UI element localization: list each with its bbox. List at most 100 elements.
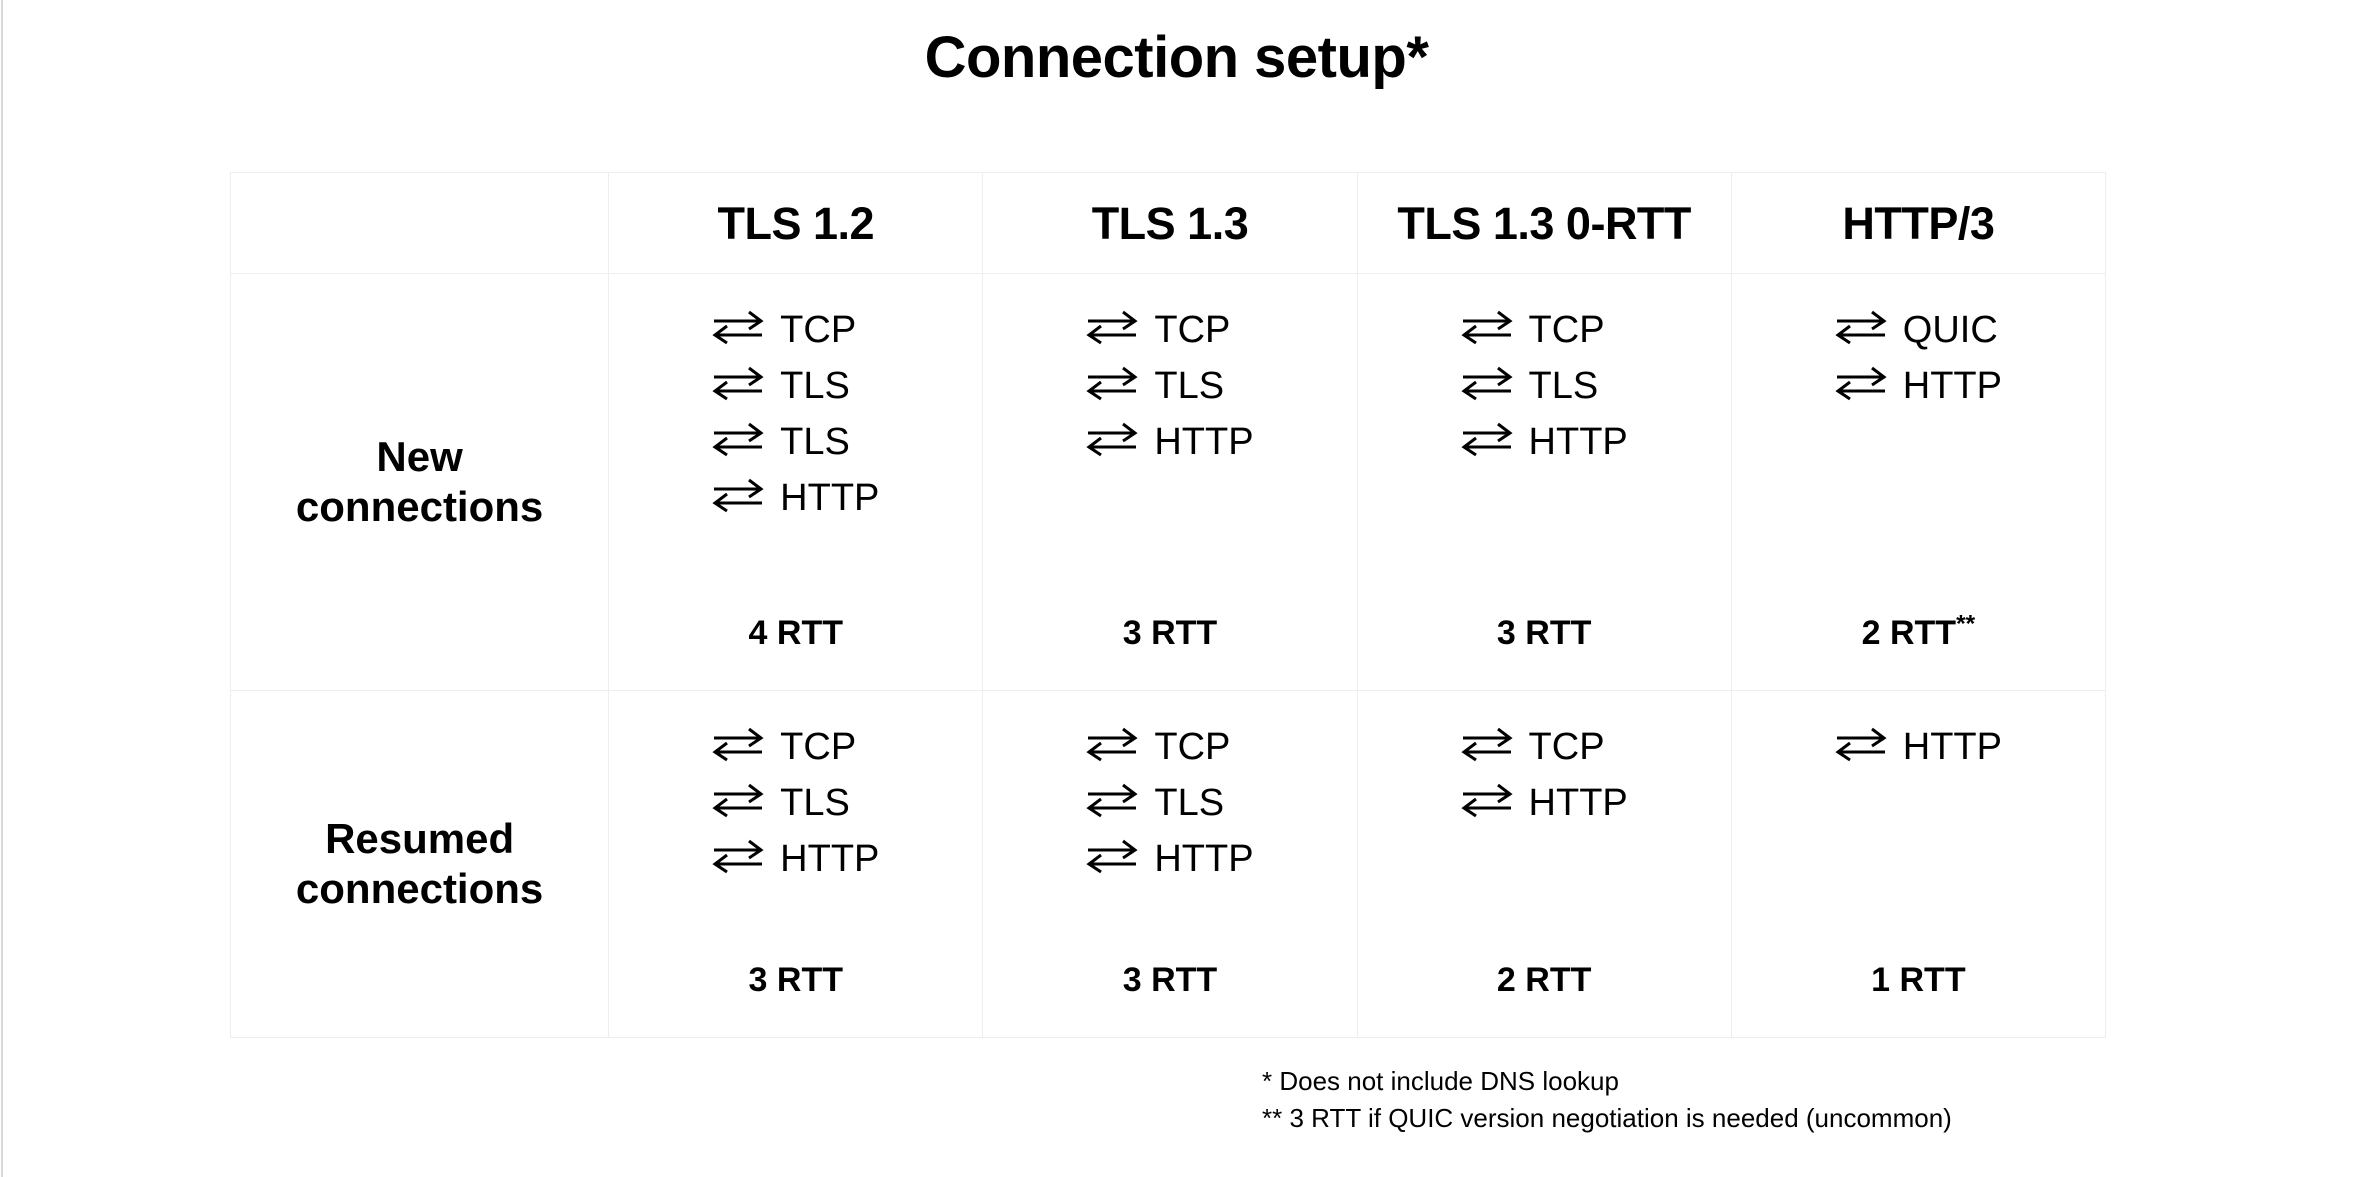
cell-resumed-tls12: TCP TLS HTTP 3 RTT xyxy=(608,690,984,1038)
step-list: HTTP xyxy=(1835,723,2002,771)
rtt-total: 3 RTT xyxy=(1122,961,1218,999)
cell-new-tls13-0rtt: TCP TLS HTTP 3 RTT xyxy=(1356,273,1732,691)
protocol-step-label: QUIC xyxy=(1902,309,1998,351)
protocol-step: TLS xyxy=(1086,362,1224,410)
bidirectional-exchange-arrows-icon xyxy=(712,725,764,765)
cell-resumed-tls13: TCP TLS HTTP 3 RTT xyxy=(982,690,1358,1038)
bidirectional-exchange-arrows-icon xyxy=(1460,420,1513,460)
protocol-step-label: TLS xyxy=(1154,365,1225,407)
step-list: TCP TLS TLS HTTP xyxy=(712,306,879,522)
protocol-step: HTTP xyxy=(1086,835,1254,883)
table-corner-cell xyxy=(229,172,610,274)
bidirectional-exchange-arrows-icon xyxy=(712,781,764,821)
protocol-step-label: TLS xyxy=(780,782,850,824)
protocol-step-label: TCP xyxy=(1528,726,1605,768)
rtt-total: 4 RTT xyxy=(748,614,843,652)
step-list: TCP TLS HTTP xyxy=(1086,306,1254,466)
column-header-http3: HTTP/3 xyxy=(1730,172,2107,274)
bidirectional-exchange-arrows-icon xyxy=(1460,364,1513,404)
cell-resumed-http3: HTTP 1 RTT xyxy=(1730,690,2107,1038)
bidirectional-exchange-arrows-icon xyxy=(1835,364,1887,404)
protocol-step: TLS xyxy=(1086,779,1224,827)
footnote-quic: ** 3 RTT if QUIC version negotiation is … xyxy=(1262,1102,1952,1133)
bidirectional-exchange-arrows-icon xyxy=(1460,781,1513,821)
protocol-step-label: HTTP xyxy=(1154,838,1254,880)
bidirectional-exchange-arrows-icon xyxy=(1460,308,1513,348)
rtt-total: 1 RTT xyxy=(1871,961,1966,999)
column-header-label: TLS 1.2 xyxy=(717,197,875,249)
bidirectional-exchange-arrows-icon xyxy=(1086,420,1138,460)
connection-setup-table: TLS 1.2 TLS 1.3 TLS 1.3 0-RTT HTTP/3 New… xyxy=(229,172,2107,1038)
bidirectional-exchange-arrows-icon xyxy=(712,476,764,516)
bidirectional-exchange-arrows-icon xyxy=(712,837,764,877)
protocol-step-label: HTTP xyxy=(1902,726,2002,768)
protocol-step-label: TLS xyxy=(1154,782,1225,824)
rtt-total-footnote-marker: ** xyxy=(1956,610,1976,638)
rtt-total: 3 RTT xyxy=(1122,614,1218,652)
protocol-step: TCP xyxy=(1086,306,1230,354)
bidirectional-exchange-arrows-icon xyxy=(712,420,764,460)
bidirectional-exchange-arrows-icon xyxy=(1086,308,1138,348)
row-header-resumed-connections: Resumed connections xyxy=(229,690,610,1038)
footnotes: * Does not include DNS lookup ** 3 RTT i… xyxy=(1262,1063,1952,1137)
page-title: Connection setup* xyxy=(924,25,1429,90)
bidirectional-exchange-arrows-icon xyxy=(712,308,764,348)
column-header-tls13: TLS 1.3 xyxy=(982,172,1358,274)
step-list: TCP TLS HTTP xyxy=(1086,723,1254,883)
protocol-step: HTTP xyxy=(1835,723,2002,771)
rtt-total: 2 RTT** xyxy=(1861,610,1976,652)
protocol-step-label: HTTP xyxy=(1154,421,1254,463)
step-list: TCP TLS HTTP xyxy=(1460,306,1628,466)
protocol-step-label: TLS xyxy=(780,421,850,463)
protocol-step: HTTP xyxy=(712,474,879,522)
protocol-step: TCP xyxy=(712,723,856,771)
protocol-step-label: TCP xyxy=(1528,309,1605,351)
slide-left-edge-rule xyxy=(1,0,3,1177)
protocol-step: TCP xyxy=(1460,723,1605,771)
row-header-label: Resumed connections xyxy=(295,815,544,912)
cell-new-http3: QUIC HTTP 2 RTT** xyxy=(1730,273,2107,691)
bidirectional-exchange-arrows-icon xyxy=(1460,725,1513,765)
table-row-resumed-connections: Resumed connections TCP TLS HTTP 3 RTT TCP… xyxy=(229,690,2107,1038)
cell-new-tls13: TCP TLS HTTP 3 RTT xyxy=(982,273,1358,691)
cell-new-tls12: TCP TLS TLS HTTP 4 RTT xyxy=(608,273,984,691)
protocol-step: HTTP xyxy=(712,835,879,883)
protocol-step-label: TCP xyxy=(780,726,857,768)
protocol-step-label: HTTP xyxy=(1528,782,1628,824)
protocol-step: HTTP xyxy=(1460,779,1628,827)
protocol-step: TLS xyxy=(712,362,850,410)
bidirectional-exchange-arrows-icon xyxy=(1086,781,1138,821)
protocol-step-label: TLS xyxy=(780,365,850,407)
footnote-dns: * Does not include DNS lookup xyxy=(1262,1066,1619,1096)
column-header-label: HTTP/3 xyxy=(1842,197,1995,249)
protocol-step: HTTP xyxy=(1086,418,1254,466)
protocol-step: QUIC xyxy=(1835,306,1998,354)
column-header-label: TLS 1.3 xyxy=(1091,197,1249,249)
column-header-label: TLS 1.3 0-RTT xyxy=(1397,197,1691,249)
bidirectional-exchange-arrows-icon xyxy=(1086,364,1138,404)
bidirectional-exchange-arrows-icon xyxy=(1086,837,1138,877)
protocol-step-label: TLS xyxy=(1528,365,1599,407)
bidirectional-exchange-arrows-icon xyxy=(1835,725,1887,765)
protocol-step-label: HTTP xyxy=(1528,421,1628,463)
protocol-step-label: TCP xyxy=(1154,309,1231,351)
column-header-tls13-0rtt: TLS 1.3 0-RTT xyxy=(1356,172,1732,274)
table-header-row: TLS 1.2 TLS 1.3 TLS 1.3 0-RTT HTTP/3 xyxy=(229,172,2107,274)
row-header-new-connections: New connections xyxy=(229,273,610,691)
rtt-total: 3 RTT xyxy=(748,961,843,999)
bidirectional-exchange-arrows-icon xyxy=(712,364,764,404)
bidirectional-exchange-arrows-icon xyxy=(1086,725,1138,765)
bidirectional-exchange-arrows-icon xyxy=(1835,308,1887,348)
protocol-step-label: TCP xyxy=(780,309,857,351)
protocol-step: TLS xyxy=(712,779,850,827)
step-list: TCP TLS HTTP xyxy=(712,723,879,883)
protocol-step: TCP xyxy=(1460,306,1605,354)
protocol-step: TLS xyxy=(1460,362,1599,410)
protocol-step-label: HTTP xyxy=(1902,365,2002,407)
protocol-step: TCP xyxy=(712,306,856,354)
rtt-total: 2 RTT xyxy=(1496,961,1592,999)
rtt-total: 3 RTT xyxy=(1496,614,1592,652)
protocol-step-label: HTTP xyxy=(780,477,880,519)
protocol-step: TCP xyxy=(1086,723,1230,771)
